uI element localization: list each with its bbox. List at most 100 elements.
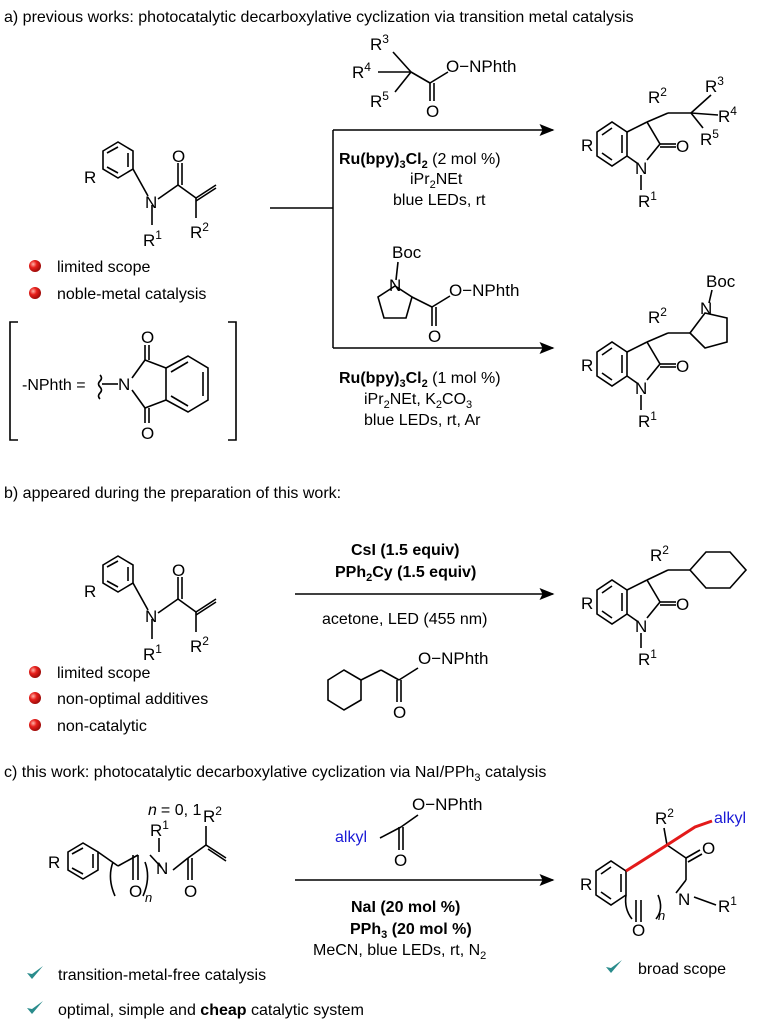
bullet-b-2: non-optimal additives bbox=[57, 691, 208, 708]
reagent-a1-o: O bbox=[426, 102, 439, 121]
product-a1-n: N bbox=[635, 159, 647, 178]
substrate-c bbox=[67, 826, 227, 897]
conditions-a1-base: iPr2NEt bbox=[410, 171, 463, 191]
product-b-o: O bbox=[676, 595, 689, 614]
substrate-a-r1: R1 bbox=[143, 228, 162, 250]
conditions-a2-light: blue LEDs, rt, Ar bbox=[364, 412, 481, 429]
substrate-b bbox=[102, 555, 217, 639]
reagent-a1 bbox=[378, 51, 449, 101]
substrate-c-r1: R1 bbox=[150, 818, 169, 840]
product-c-r1: R1 bbox=[718, 894, 737, 916]
substrate-a-n: N bbox=[145, 193, 157, 212]
section-a-heading: a) previous works: photocatalytic decarb… bbox=[4, 9, 634, 26]
conditions-a2-catalyst: Ru(bpy)3Cl2 (1 mol %) bbox=[339, 370, 501, 390]
substrate-b-r2: R2 bbox=[190, 634, 209, 656]
product-a1-r5: R5 bbox=[700, 127, 719, 149]
substrate-b-r1: R1 bbox=[143, 642, 162, 664]
reagent-b bbox=[327, 667, 419, 711]
product-a2 bbox=[596, 289, 728, 410]
bullet-a-1: limited scope bbox=[57, 259, 150, 276]
product-c-o2: O bbox=[632, 921, 645, 940]
nphth-o-bottom: O bbox=[141, 424, 154, 443]
conditions-b-reagent2: PPh2Cy (1.5 equiv) bbox=[335, 564, 476, 584]
substrate-c-r2: R2 bbox=[203, 804, 222, 826]
bullet-b-1: limited scope bbox=[57, 665, 150, 682]
product-a1-o: O bbox=[676, 137, 689, 156]
check-product: broad scope bbox=[638, 961, 726, 978]
substrate-a-r: R bbox=[84, 168, 96, 187]
conditions-c-reagent2: PPh3 (20 mol %) bbox=[350, 921, 472, 941]
product-a2-n-ring: N bbox=[700, 299, 712, 318]
substrate-c-o1: O bbox=[129, 882, 142, 901]
product-b-r2: R2 bbox=[650, 543, 669, 565]
bullet-icon bbox=[29, 287, 41, 299]
reagent-a1-r3: R3 bbox=[370, 32, 389, 54]
product-c-alkyl: alkyl bbox=[714, 810, 746, 827]
product-c-n-sub: n bbox=[658, 908, 665, 923]
conditions-c-reagent1: NaI (20 mol %) bbox=[351, 899, 460, 916]
substrate-c-o2: O bbox=[184, 882, 197, 901]
reagent-a2 bbox=[377, 261, 451, 326]
new-bond-ring bbox=[625, 843, 668, 873]
check-icon bbox=[27, 1001, 43, 1014]
substrate-c-r: R bbox=[48, 853, 60, 872]
reagent-a1-r5: R5 bbox=[370, 89, 389, 111]
substrate-b-n: N bbox=[145, 607, 157, 626]
product-c-o: O bbox=[702, 839, 715, 858]
conditions-b-solvent: acetone, LED (455 nm) bbox=[322, 611, 487, 628]
bullet-icon bbox=[29, 719, 41, 731]
substrate-b-o: O bbox=[172, 561, 185, 580]
product-a2-n: N bbox=[635, 379, 647, 398]
section-c-heading: c) this work: photocatalytic decarboxyla… bbox=[4, 764, 546, 784]
check-c-2: optimal, simple and cheap catalytic syst… bbox=[58, 1002, 364, 1019]
substrate-a bbox=[102, 141, 217, 225]
substrate-c-n-sub: n bbox=[145, 890, 152, 905]
substrate-a-r2: R2 bbox=[190, 220, 209, 242]
product-b-r: R bbox=[581, 594, 593, 613]
conditions-a1-catalyst: Ru(bpy)3Cl2 (2 mol %) bbox=[339, 151, 501, 171]
reagent-a2-onphth: O−NPhth bbox=[449, 281, 519, 300]
product-a1 bbox=[596, 94, 719, 190]
reagent-a2-n: N bbox=[389, 276, 401, 295]
conditions-a1-light: blue LEDs, rt bbox=[393, 192, 486, 209]
product-b-r1: R1 bbox=[638, 647, 657, 669]
substrate-c-n: N bbox=[156, 859, 168, 878]
nphth-o-top: O bbox=[141, 328, 154, 347]
bullet-a-2: noble-metal catalysis bbox=[57, 286, 206, 303]
product-a2-r1: R1 bbox=[638, 409, 657, 431]
reagent-a2-o: O bbox=[428, 327, 441, 346]
check-icon bbox=[606, 960, 622, 973]
new-bond-alkyl bbox=[666, 819, 713, 847]
product-a1-r: R bbox=[581, 136, 593, 155]
product-c-n: N bbox=[678, 890, 690, 909]
reagent-c bbox=[379, 814, 419, 850]
bullet-icon bbox=[29, 666, 41, 678]
product-b-n: N bbox=[635, 617, 647, 636]
product-a1-r3: R3 bbox=[705, 74, 724, 96]
substrate-a-o: O bbox=[172, 147, 185, 166]
product-a2-r2: R2 bbox=[648, 305, 667, 327]
conditions-c-solvent: MeCN, blue LEDs, rt, N2 bbox=[313, 942, 486, 962]
reagent-c-alkyl: alkyl bbox=[335, 829, 367, 846]
reagent-a1-r4: R4 bbox=[352, 60, 371, 82]
reagent-a1-onphth: O−NPhth bbox=[446, 57, 516, 76]
reagent-c-onphth: O−NPhth bbox=[412, 795, 482, 814]
product-a2-boc: Boc bbox=[706, 272, 736, 291]
product-a1-r1: R1 bbox=[638, 189, 657, 211]
reagent-a2-boc: Boc bbox=[392, 243, 422, 262]
product-a2-o: O bbox=[676, 357, 689, 376]
bullet-b-3: non-catalytic bbox=[57, 718, 147, 735]
product-c bbox=[595, 827, 717, 922]
reagent-c-o: O bbox=[394, 851, 407, 870]
product-a1-r2: R2 bbox=[648, 85, 667, 107]
n-values: n= 0, 1 bbox=[148, 802, 201, 819]
bullet-icon bbox=[29, 692, 41, 704]
nphth-label: -NPhth = bbox=[22, 377, 86, 394]
nphth-n: N bbox=[118, 375, 130, 394]
conditions-b-reagent1: CsI (1.5 equiv) bbox=[351, 542, 459, 559]
product-a2-r: R bbox=[581, 356, 593, 375]
conditions-a2-base: iPr2NEt, K2CO3 bbox=[364, 391, 472, 411]
check-c-1: transition-metal-free catalysis bbox=[58, 967, 266, 984]
product-c-r: R bbox=[580, 875, 592, 894]
